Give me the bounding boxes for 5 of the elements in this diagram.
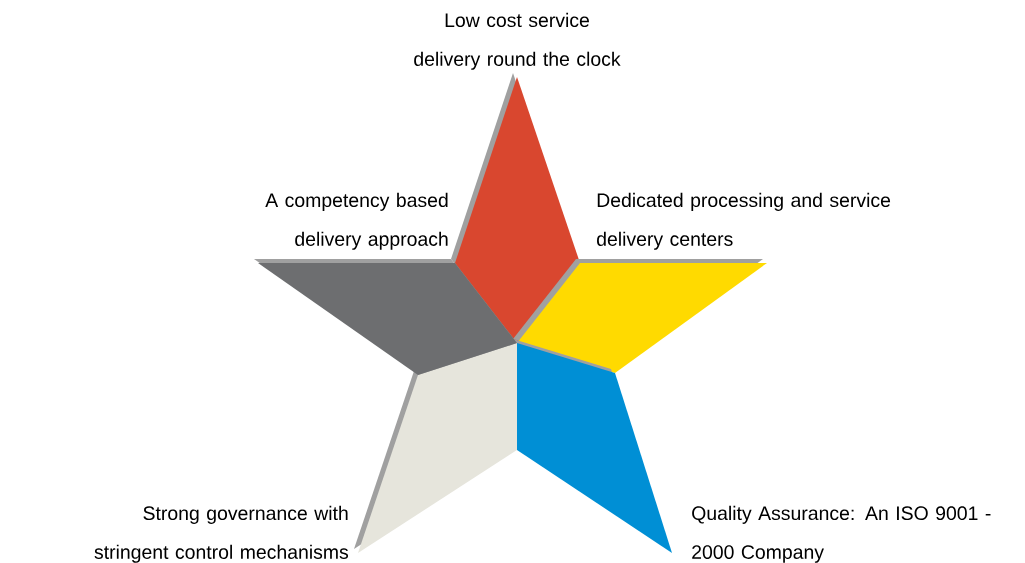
arm-label: Quality Assurance: An ISO 9001 - 2000 Company [692,505,991,563]
arm-label: Strong governance with stringent control mechanisms [94,505,349,563]
arm-label: Low cost service delivery round the clock [414,12,621,70]
arm-label: A competency based delivery approach [265,192,448,250]
arm-label: Dedicated processing and service delivery centers [597,192,891,250]
